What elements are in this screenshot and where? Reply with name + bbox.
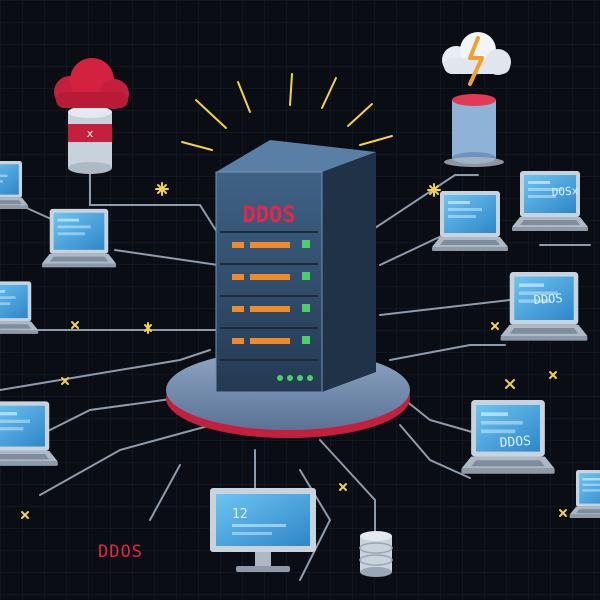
network-cables <box>0 167 591 581</box>
server-rack-icon <box>215 140 376 393</box>
desktop-monitor-icon <box>210 488 316 572</box>
server-alert-rays <box>181 73 393 151</box>
laptop-icon <box>0 401 58 466</box>
laptop-icon <box>41 208 117 268</box>
cloud-marker: x <box>87 127 94 140</box>
database-icon <box>359 531 393 577</box>
server-status-lights <box>232 240 313 381</box>
spark-icon <box>21 182 567 519</box>
laptop-screen-text: DDOS <box>499 434 531 451</box>
lightning-icon <box>468 36 484 86</box>
laptop-icon <box>432 191 508 251</box>
cloud-icon <box>54 58 129 109</box>
laptop-screen-text: DOSx <box>551 184 579 199</box>
laptop-icon <box>512 171 588 231</box>
ddos-caption: DDOS <box>98 542 143 562</box>
cloud-storage-node <box>54 58 129 174</box>
monitor-screen-text: 12 <box>232 507 248 522</box>
server-label: DDOS <box>243 203 296 228</box>
cloud-storage-node <box>442 32 511 167</box>
laptop-screen-text: DDOS <box>533 291 563 307</box>
